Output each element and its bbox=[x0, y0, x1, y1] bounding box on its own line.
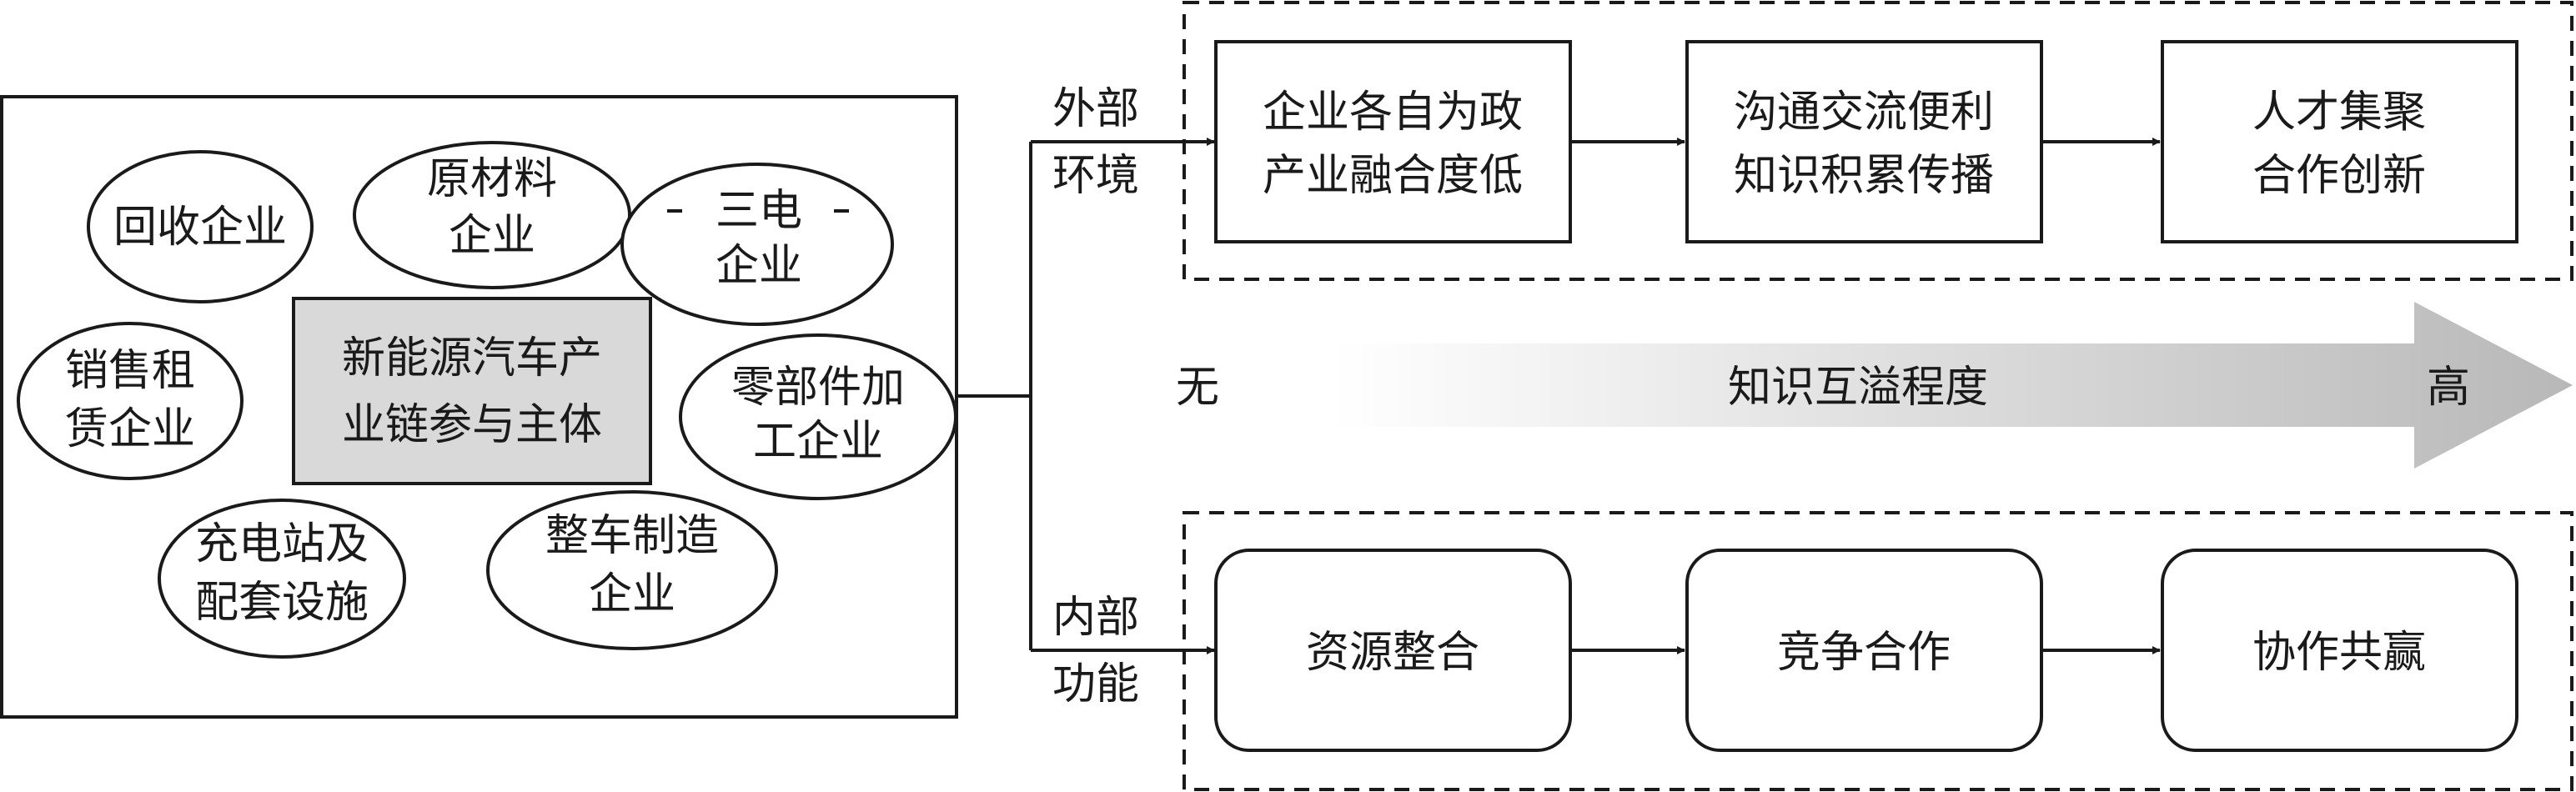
node-sales-leasing-enterprises: 销售租 赁企业 bbox=[17, 322, 244, 480]
external-step-1-line-1: 企业各自为政 bbox=[1263, 88, 1523, 138]
spillover-high-label: 高 bbox=[2427, 363, 2470, 413]
external-step-3-line-1: 人才集聚 bbox=[2252, 88, 2426, 138]
external-step-3: 人才集聚 合作创新 bbox=[2161, 40, 2518, 243]
node-raw-material-line-1: 原材料 bbox=[427, 154, 557, 204]
internal-label-line-1: 内部 bbox=[1052, 593, 1139, 643]
node-recycling-enterprises: 回收企业 bbox=[87, 150, 314, 303]
external-step-3-line-2: 合作创新 bbox=[2252, 151, 2426, 201]
node-vehicle-line-1: 整车制造 bbox=[545, 511, 719, 561]
node-charging-line-1: 充电站及 bbox=[195, 519, 369, 569]
node-recycling-label: 回收企业 bbox=[113, 203, 287, 253]
node-three-electric-line-1: 三电 bbox=[716, 186, 802, 236]
external-step-1-line-2: 产业融合度低 bbox=[1263, 151, 1523, 201]
node-parts-processing-enterprises: 零部件加 工企业 bbox=[679, 333, 957, 500]
node-parts-line-1: 零部件加 bbox=[731, 363, 905, 413]
node-parts-line-2: 工企业 bbox=[753, 417, 883, 467]
node-sales-leasing-line-1: 销售租 bbox=[65, 346, 195, 396]
external-step-2: 沟通交流便利 知识积累传播 bbox=[1685, 40, 2043, 243]
spillover-low-label: 无 bbox=[1176, 363, 1219, 413]
node-three-electric-enterprises: 三电 企业 bbox=[620, 163, 894, 326]
node-vehicle-line-2: 企业 bbox=[589, 569, 675, 619]
internal-function-panel bbox=[1183, 511, 2573, 791]
internal-step-2-label: 竞争合作 bbox=[1777, 628, 1951, 678]
node-raw-material-line-2: 企业 bbox=[449, 211, 535, 261]
node-charging-facilities: 充电站及 配套设施 bbox=[158, 499, 406, 659]
core-line-2: 业链参与主体 bbox=[342, 400, 602, 450]
internal-step-2: 竞争合作 bbox=[1685, 549, 2043, 752]
spillover-gradient-arrow bbox=[1334, 302, 2573, 469]
external-environment-panel bbox=[1183, 1, 2573, 281]
core-participants-box: 新能源汽车产 业链参与主体 bbox=[292, 297, 652, 485]
external-label-line-1: 外部 bbox=[1052, 84, 1139, 134]
external-step-1: 企业各自为政 产业融合度低 bbox=[1214, 40, 1572, 243]
node-sales-leasing-line-2: 赁企业 bbox=[65, 404, 195, 454]
node-charging-line-2: 配套设施 bbox=[195, 578, 369, 628]
internal-step-3-label: 协作共赢 bbox=[2252, 628, 2426, 678]
external-step-2-line-2: 知识积累传播 bbox=[1734, 151, 1994, 201]
external-label-line-2: 环境 bbox=[1052, 151, 1139, 201]
internal-step-3: 协作共赢 bbox=[2161, 549, 2518, 752]
core-line-1: 新能源汽车产 bbox=[342, 333, 602, 383]
node-three-electric-line-2: 企业 bbox=[716, 241, 802, 291]
external-step-2-line-1: 沟通交流便利 bbox=[1734, 88, 1994, 138]
node-raw-material-enterprises: 原材料 企业 bbox=[353, 141, 631, 289]
internal-step-1: 资源整合 bbox=[1214, 549, 1572, 752]
internal-label-line-2: 功能 bbox=[1052, 659, 1139, 709]
internal-step-1-label: 资源整合 bbox=[1306, 628, 1479, 678]
node-vehicle-manufacturing-enterprises: 整车制造 企业 bbox=[486, 490, 778, 650]
spillover-title: 知识互溢程度 bbox=[1728, 363, 1988, 413]
